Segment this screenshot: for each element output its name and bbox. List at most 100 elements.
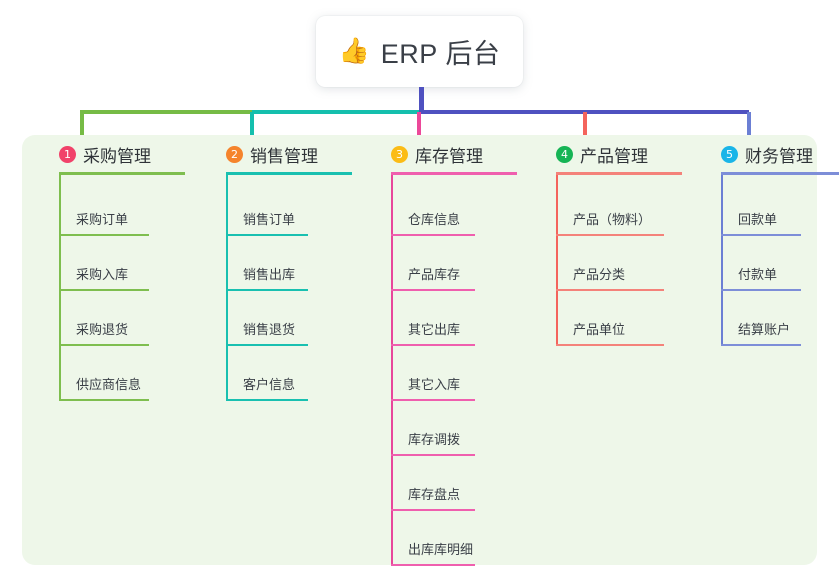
- list-item[interactable]: 产品分类: [556, 236, 664, 291]
- list-item-rule: [556, 234, 664, 236]
- list-item-label: 其它入库: [408, 377, 461, 392]
- list-item[interactable]: 其它入库: [391, 346, 475, 401]
- list-item-label: 产品库存: [408, 267, 461, 282]
- list-item[interactable]: 销售退货: [226, 291, 308, 346]
- column-title-product: 产品管理: [580, 146, 648, 166]
- list-item-label: 销售订单: [243, 212, 296, 227]
- column-header-sales[interactable]: 2 销售管理: [207, 135, 352, 175]
- list-item-label: 供应商信息: [76, 377, 142, 392]
- list-item-rule: [556, 344, 664, 346]
- list-item-rule: [391, 289, 475, 291]
- column-spine-purchase: [59, 175, 61, 401]
- column-header-rule-sales: [226, 172, 352, 175]
- list-item-label: 销售退货: [243, 322, 296, 337]
- list-item-rule: [59, 344, 149, 346]
- column-title-finance: 财务管理: [745, 146, 813, 166]
- bus-teal: [252, 110, 419, 114]
- list-item[interactable]: 采购退货: [59, 291, 149, 346]
- list-item-label: 产品（物料）: [573, 212, 652, 227]
- list-item[interactable]: 库存盘点: [391, 456, 475, 511]
- list-item[interactable]: 回款单: [721, 181, 801, 236]
- root-stem-connector: [419, 87, 424, 112]
- list-item-label: 采购入库: [76, 267, 129, 282]
- list-item-rule: [721, 234, 801, 236]
- column-finance: 5 财务管理回款单付款单结算账户: [702, 135, 839, 346]
- root-node-card[interactable]: 👍 ERP 后台: [316, 16, 523, 87]
- column-spine-product: [556, 175, 558, 346]
- list-item-label: 结算账户: [738, 322, 791, 337]
- list-item-rule: [391, 509, 475, 511]
- list-item-rule: [391, 564, 475, 566]
- list-item-label: 库存调拨: [408, 432, 461, 447]
- column-badge-sales: 2: [226, 145, 243, 163]
- column-badge-purchase: 1: [59, 145, 76, 163]
- column-spine-sales: [226, 175, 228, 401]
- list-item-label: 采购退货: [76, 322, 129, 337]
- column-header-finance[interactable]: 5 财务管理: [702, 135, 839, 175]
- root-title: ERP 后台: [380, 39, 501, 69]
- column-title-inventory: 库存管理: [415, 146, 483, 166]
- list-item-rule: [226, 399, 308, 401]
- list-item[interactable]: 供应商信息: [59, 346, 149, 401]
- list-item-rule: [59, 399, 149, 401]
- list-item-label: 库存盘点: [408, 487, 461, 502]
- list-item-rule: [391, 454, 475, 456]
- list-item[interactable]: 产品库存: [391, 236, 475, 291]
- list-item[interactable]: 客户信息: [226, 346, 308, 401]
- drop-purchase: [80, 112, 84, 143]
- column-header-inventory[interactable]: 3 库存管理: [372, 135, 517, 175]
- bus-green: [80, 110, 252, 114]
- list-item-rule: [391, 344, 475, 346]
- list-item-rule: [59, 234, 149, 236]
- column-spine-inventory: [391, 175, 393, 566]
- column-header-rule-inventory: [391, 172, 517, 175]
- list-item[interactable]: 销售出库: [226, 236, 308, 291]
- list-item[interactable]: 采购入库: [59, 236, 149, 291]
- column-header-rule-purchase: [59, 172, 185, 175]
- list-item-rule: [721, 344, 801, 346]
- list-item[interactable]: 库存调拨: [391, 401, 475, 456]
- list-item-rule: [226, 234, 308, 236]
- column-header-purchase[interactable]: 1 采购管理: [40, 135, 185, 175]
- drop-finance: [747, 112, 751, 143]
- list-item-rule: [721, 289, 801, 291]
- column-header-rule-finance: [721, 172, 839, 175]
- list-item-rule: [391, 234, 475, 236]
- column-header-product[interactable]: 4 产品管理: [537, 135, 682, 175]
- list-item-label: 其它出库: [408, 322, 461, 337]
- list-item[interactable]: 其它出库: [391, 291, 475, 346]
- list-item-rule: [556, 289, 664, 291]
- list-item-rule: [226, 289, 308, 291]
- list-item[interactable]: 出库库明细: [391, 511, 475, 566]
- column-badge-inventory: 3: [391, 145, 408, 163]
- column-title-purchase: 采购管理: [83, 146, 151, 166]
- column-title-sales: 销售管理: [250, 146, 318, 166]
- list-item[interactable]: 销售订单: [226, 181, 308, 236]
- column-spine-finance: [721, 175, 723, 346]
- list-item[interactable]: 结算账户: [721, 291, 801, 346]
- column-sales: 2 销售管理销售订单销售出库销售退货客户信息: [207, 135, 352, 401]
- column-badge-finance: 5: [721, 145, 738, 163]
- list-item-label: 销售出库: [243, 267, 296, 282]
- list-item-rule: [391, 399, 475, 401]
- column-purchase: 1 采购管理采购订单采购入库采购退货供应商信息: [40, 135, 185, 401]
- columns-layer: 1 采购管理采购订单采购入库采购退货供应商信息 2 销售管理销售订单销售出库销售退货客…: [22, 135, 839, 566]
- list-item-label: 回款单: [738, 212, 778, 227]
- thumbs-up-icon: 👍: [338, 37, 370, 65]
- list-item[interactable]: 产品（物料）: [556, 181, 664, 236]
- column-badge-product: 4: [556, 145, 573, 163]
- list-item[interactable]: 付款单: [721, 236, 801, 291]
- list-item-label: 采购订单: [76, 212, 129, 227]
- list-item-rule: [226, 344, 308, 346]
- drop-inventory: [417, 112, 421, 143]
- list-item[interactable]: 产品单位: [556, 291, 664, 346]
- list-item[interactable]: 仓库信息: [391, 181, 475, 236]
- list-item-rule: [59, 289, 149, 291]
- drop-product: [583, 112, 587, 143]
- column-product: 4 产品管理产品（物料） 产品分类产品单位: [537, 135, 682, 346]
- column-inventory: 3 库存管理仓库信息产品库存其它出库其它入库库存调拨库存盘点出库库明细: [372, 135, 517, 566]
- list-item-label: 仓库信息: [408, 212, 461, 227]
- column-header-rule-product: [556, 172, 682, 175]
- list-item[interactable]: 采购订单: [59, 181, 149, 236]
